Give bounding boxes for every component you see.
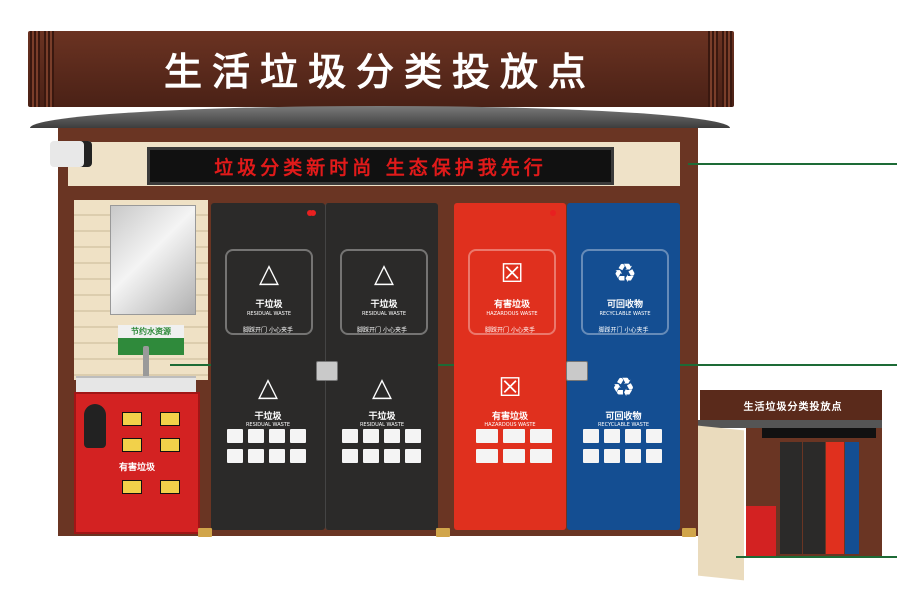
- lower-bin-label: 干垃圾: [368, 412, 396, 422]
- kiosk-foot: [436, 528, 450, 537]
- slot-3[interactable]: [122, 438, 142, 452]
- bin-residual-1[interactable]: △ 干垃圾 RESIDUAL WASTE 脚踩开门 小心夹手 △ 干垃圾 RES…: [211, 203, 325, 530]
- sink-basin: [76, 376, 196, 392]
- residual-icon: △: [258, 373, 278, 403]
- residual-icon: △: [374, 259, 394, 289]
- bin-residual-2[interactable]: △ 干垃圾 RESIDUAL WASTE 脚踩开门 小心夹手 △ 干垃圾 RES…: [310, 203, 438, 530]
- mirror: [110, 205, 196, 315]
- lower-bin-sub: RESIDUAL WASTE: [359, 422, 405, 428]
- hazardous-icon: ☒: [500, 259, 524, 289]
- lower-bin-label: 有害垃圾: [491, 412, 528, 422]
- bin-sub: RECYCLABLE WASTE: [599, 311, 651, 317]
- bin-latch[interactable]: [566, 361, 588, 381]
- kiosk-foot: [682, 528, 696, 537]
- bin-label: 有害垃圾: [493, 300, 530, 310]
- hazardous-cabinet-title: 有害垃圾: [118, 463, 155, 473]
- roof-rib-right: [708, 31, 718, 107]
- bin-icon-box: △ 干垃圾 RESIDUAL WASTE: [340, 249, 428, 335]
- item-icons: [227, 429, 309, 463]
- bin-tip: 脚踩开门 小心夹手: [598, 327, 649, 334]
- slot-4[interactable]: [160, 438, 180, 452]
- roof-sign-board: [28, 31, 734, 107]
- thumbnail-led: [762, 428, 876, 438]
- thumbnail-bin: [780, 442, 802, 554]
- bin-icon-box: ☒ 有害垃圾 HAZARDOUS WASTE: [468, 249, 556, 335]
- thumbnail-bin: [826, 442, 844, 554]
- bin-icon-box: ♻ 可回收物 RECYCLABLE WASTE: [581, 249, 669, 335]
- indicator-light: [310, 210, 316, 216]
- bin-latch[interactable]: [316, 361, 338, 381]
- thumbnail-bin: [803, 442, 825, 554]
- cabinet-handle[interactable]: [84, 404, 106, 448]
- bin-sub: HAZARDOUS WASTE: [486, 311, 538, 317]
- bin-label: 干垃圾: [370, 300, 398, 310]
- hazardous-cabinet[interactable]: 有害垃圾: [74, 392, 200, 534]
- item-icons: [583, 429, 665, 463]
- hazardous-icon: ☒: [498, 373, 522, 403]
- lower-bin-label: 干垃圾: [254, 412, 282, 422]
- indicator-light: [550, 210, 556, 216]
- lower-bin-sub: HAZARDOUS WASTE: [484, 422, 536, 428]
- bin-tip: 脚踩开门 小心夹手: [485, 327, 535, 334]
- bin-sub: RESIDUAL WASTE: [246, 311, 292, 317]
- pointer-line-top: [688, 163, 897, 165]
- bin-tip: 脚踩开门 小心夹手: [243, 327, 293, 334]
- camera-icon: [50, 141, 92, 167]
- kiosk-title: 生活垃圾分类投放点: [163, 49, 596, 94]
- lower-bin-sub: RESIDUAL WASTE: [245, 422, 291, 428]
- pointer-line-bottom: [736, 556, 897, 558]
- bin-label: 可回收物: [606, 300, 643, 310]
- bin-icon-box: △ 干垃圾 RESIDUAL WASTE: [225, 249, 313, 335]
- residual-icon: △: [259, 259, 279, 289]
- slot-6[interactable]: [160, 480, 180, 494]
- lower-bin-sub: RECYCLABLE WASTE: [597, 422, 650, 428]
- water-sign: 节约水资源: [118, 325, 184, 355]
- recycle-icon: ♻: [611, 373, 636, 403]
- thumbnail-bin: [845, 442, 859, 554]
- bin-hazardous[interactable]: ☒ 有害垃圾 HAZARDOUS WASTE 脚踩开门 小心夹手 ☒ 有害垃圾 …: [454, 203, 566, 530]
- thumbnail-eave: [698, 420, 882, 428]
- bin-label: 干垃圾: [255, 300, 283, 310]
- roof-rib-right-2: [722, 31, 732, 107]
- thumbnail-title: 生活垃圾分类投放点: [743, 402, 843, 413]
- residual-icon: △: [372, 373, 392, 403]
- led-display: 垃圾分类新时尚 生态保护我先行: [147, 147, 614, 185]
- slot-2[interactable]: [160, 412, 180, 426]
- slot-1[interactable]: [122, 412, 142, 426]
- item-icons: [476, 429, 558, 463]
- kiosk-foot: [198, 528, 212, 537]
- bin-sub: RESIDUAL WASTE: [361, 311, 407, 317]
- roof-eave: [30, 106, 730, 128]
- roof-rib-left: [30, 31, 40, 107]
- thumbnail-roof: [700, 390, 882, 424]
- recycle-icon: ♻: [613, 259, 637, 289]
- lower-bin-label: 可回收物: [605, 412, 642, 422]
- roof-rib-left-2: [44, 31, 54, 107]
- item-icons: [342, 429, 424, 463]
- water-sign-title: 节约水资源: [118, 325, 184, 338]
- slot-5[interactable]: [122, 480, 142, 494]
- faucet[interactable]: [143, 346, 149, 378]
- thumbnail-hazardous-cabinet: [746, 506, 776, 556]
- bin-tip: 脚踩开门 小心夹手: [357, 327, 407, 334]
